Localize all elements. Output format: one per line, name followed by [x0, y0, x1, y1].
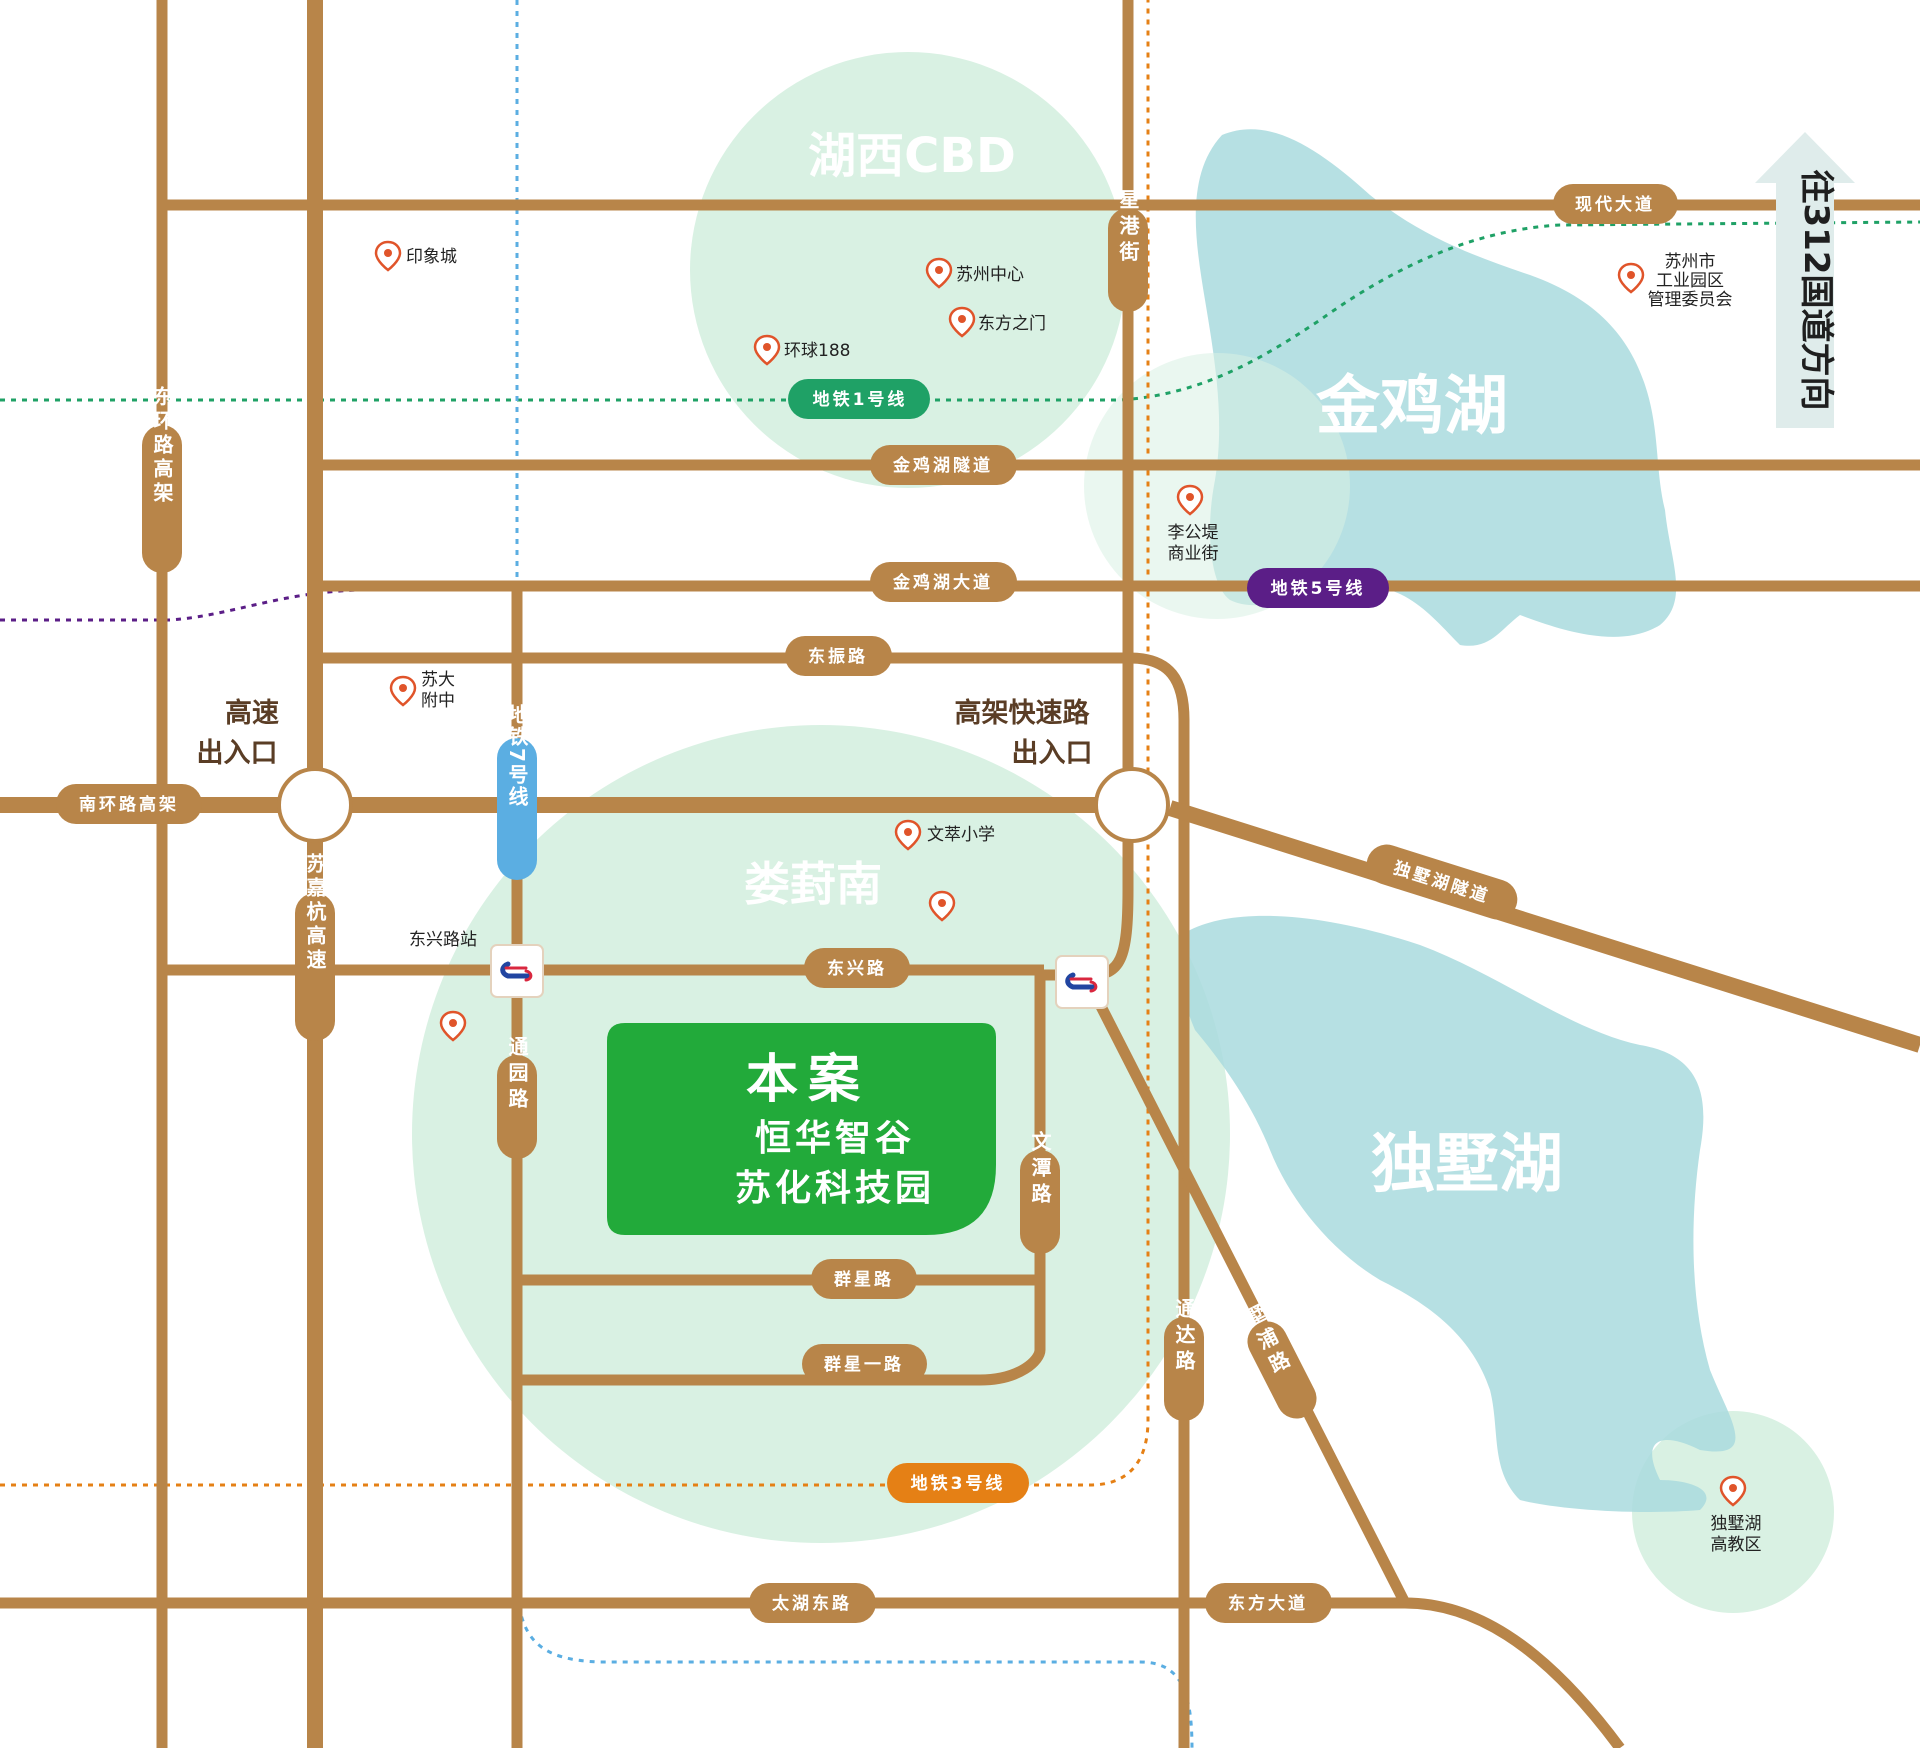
highway-interchange-ring: [277, 767, 353, 843]
poi-label-sip-committee-2: 工业园区: [1656, 271, 1724, 291]
road-pill-sujiahang: [295, 893, 335, 1041]
direction-arrow-label: 往312国道方向: [1796, 170, 1836, 411]
poi-label-suzhou-center: 苏州中心: [956, 265, 1024, 285]
poi-label-dushu-edu-2: 高教区: [1711, 1535, 1762, 1555]
elevated-entrance-label-line1: 高架快速路: [955, 697, 1091, 729]
highway-entrance-label-line2: 出入口: [197, 738, 278, 769]
dushu-edu-area-circle: [1632, 1411, 1834, 1613]
road-label-tongyuan: 通园路: [505, 1036, 529, 1114]
metro-pill-line3: [887, 1463, 1029, 1503]
metro-pill-line1: [788, 379, 930, 419]
road-label-xinggang: 星港街: [1116, 189, 1140, 267]
cbd-area-circle: [690, 52, 1126, 488]
highway-entrance-label-line1: 高速: [225, 697, 279, 729]
poi-label-huanqiu: 环球188: [784, 341, 850, 361]
road-pill-dushu-tunnel-group: 独墅湖隧道: [1366, 844, 1518, 920]
poi-label-dongfang-gate: 东方之门: [978, 314, 1046, 334]
cbd-area-label: 湖西CBD: [808, 128, 1016, 184]
road-pill-jinji-avenue: [870, 562, 1017, 602]
metro-station-east-icon: [1055, 955, 1109, 1009]
metro-pill-line5: [1247, 568, 1389, 608]
road-pill-nanhuan: [56, 784, 202, 824]
poi-marker-sip-committee: [1617, 262, 1645, 294]
road-pill-dongfang-avenue: [1205, 1583, 1332, 1623]
metro-line-1-path: [0, 220, 1920, 402]
road-pill-jinji-tunnel: [870, 445, 1017, 485]
metro-station-dongxing-icon: [490, 944, 544, 998]
metro-label-line5: 地铁5号线: [1271, 578, 1366, 599]
road-label-tongda: 通达路: [1172, 1298, 1196, 1376]
poi-label-yinxiang: 印象城: [406, 247, 457, 267]
road-pill-taihu-east: [749, 1583, 876, 1623]
metro-label-line1: 地铁1号线: [813, 389, 908, 410]
road-label-xiandai: 现代大道: [1575, 194, 1655, 215]
metro-label-line3: 地铁3号线: [911, 1473, 1006, 1494]
poi-marker-yinxiang: [374, 240, 402, 272]
poi-label-sip-committee-3: 管理委员会: [1648, 290, 1733, 310]
ligongdi-area-circle: [1084, 353, 1350, 619]
road-label-dongfang-avenue: 东方大道: [1228, 1593, 1308, 1614]
road-pill-dongxing: [804, 948, 910, 988]
road-label-qunxing: 群星路: [834, 1269, 894, 1290]
road-pill-xinggang: [1108, 208, 1148, 312]
dushu-lake-shape: [1178, 915, 1736, 1512]
road-pill-tongda: [1164, 1317, 1204, 1421]
poi-label-wencui: 文萃小学: [927, 825, 995, 845]
road-label-nanhuan: 南环路高架: [79, 794, 179, 815]
poi-label-dushu-edu-1: 独墅湖: [1711, 1514, 1762, 1534]
road-label-qunxing-1: 群星一路: [824, 1354, 904, 1375]
road-label-taihu-east: 太湖东路: [772, 1593, 852, 1614]
metro-station-dongxing-label: 东兴路站: [409, 930, 477, 950]
poi-marker-suda-school: [389, 675, 417, 707]
road-pill-donghuan: [142, 425, 182, 573]
dushu-lake-label: 独墅湖: [1371, 1128, 1563, 1202]
road-pill-wentan: [1020, 1150, 1060, 1254]
road-label-wentan: 文潭路: [1028, 1130, 1052, 1209]
elevated-interchange-ring: [1094, 767, 1170, 843]
road-label-jinji-avenue: 金鸡湖大道: [892, 572, 993, 593]
direction-arrow-312: 往312国道方向: [1755, 132, 1855, 428]
poi-label-ligongdi-2: 商业街: [1168, 544, 1219, 564]
road-pill-xiandai: [1553, 184, 1678, 224]
poi-label-sip-committee-1: 苏州市: [1665, 252, 1716, 272]
road-pill-tongyuan: [497, 1055, 537, 1159]
project-block: [607, 1023, 996, 1235]
road-label-dongzhen: 东振路: [808, 646, 868, 667]
elevated-entrance-label-line2: 出入口: [1012, 738, 1093, 769]
loufeng-south-area-label: 娄葑南: [744, 857, 882, 911]
road-pill-shupu-group: 墅浦路: [1239, 1301, 1317, 1419]
road-label-sujiahang: 苏嘉杭高速: [303, 853, 327, 973]
road-label-dongxing: 东兴路: [827, 958, 887, 979]
road-label-jinji-tunnel: 金鸡湖隧道: [892, 455, 993, 476]
road-pill-qunxing-1: [802, 1344, 927, 1384]
metro-label-line7: 地铁7号线: [505, 704, 529, 808]
project-title: 本案: [746, 1050, 870, 1110]
road-pill-dongzhen: [785, 636, 892, 676]
road-label-donghuan: 东环路高架: [150, 385, 174, 506]
project-name: 恒华智谷: [755, 1118, 915, 1159]
road-pill-shupu: [1247, 1321, 1317, 1419]
jinji-lake-label: 金鸡湖: [1315, 370, 1508, 444]
poi-label-ligongdi-1: 李公堤: [1168, 523, 1219, 543]
project-subtitle: 苏化科技园: [735, 1168, 935, 1209]
poi-label-suda-school-1: 苏大: [421, 670, 455, 690]
poi-label-suda-school-2: 附中: [421, 691, 455, 711]
road-pill-dushu-tunnel: [1366, 844, 1518, 920]
metro-pill-line7: [497, 738, 537, 880]
road-pill-qunxing: [811, 1259, 917, 1299]
